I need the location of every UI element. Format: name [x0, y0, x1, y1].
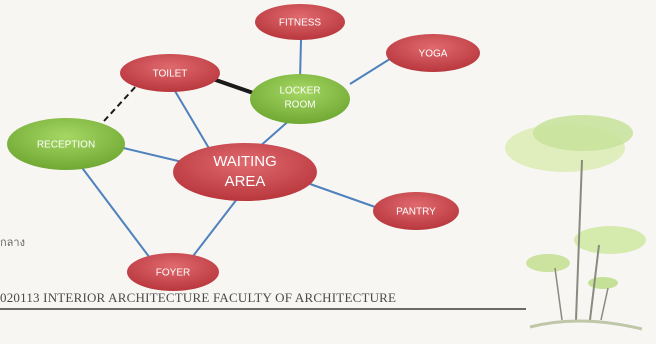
node-reception-label: RECEPTION [37, 140, 95, 151]
node-pantry: PANTRY [373, 192, 459, 230]
node-foyer-label: FOYER [156, 268, 190, 279]
edge-toilet-waiting [171, 85, 211, 151]
edge-locker-fitness [299, 39, 302, 81]
node-waiting-label-line1: WAITING [213, 153, 277, 170]
node-locker-label-line1: LOCKER [279, 86, 320, 97]
node-toilet: TOILET [120, 54, 220, 92]
footer-divider [0, 308, 526, 310]
node-fitness-label: FITNESS [279, 18, 322, 29]
node-fitness: FITNESS [255, 4, 345, 40]
edge-reception-toilet-dashed [103, 83, 139, 122]
node-pantry-label: PANTRY [396, 207, 436, 218]
node-locker-room: LOCKER ROOM [250, 74, 350, 124]
footer-course-text: 020113 INTERIOR ARCHITECTURE FACULTY OF … [0, 290, 397, 305]
node-yoga: YOGA [386, 34, 480, 72]
node-waiting-label-line2: AREA [225, 173, 266, 190]
side-caption-text: กลาง [0, 236, 25, 249]
node-reception: RECEPTION [7, 118, 125, 170]
node-waiting-area: WAITING AREA [173, 143, 317, 201]
edge-waiting-pantry [309, 183, 379, 209]
node-foyer: FOYER [127, 253, 219, 291]
node-yoga-label: YOGA [419, 49, 448, 60]
edge-waiting-foyer [189, 198, 238, 261]
tree-illustration [505, 115, 646, 331]
node-toilet-label: TOILET [153, 69, 188, 80]
edge-reception-foyer [79, 164, 154, 263]
node-locker-label-line2: ROOM [284, 100, 315, 111]
edge-locker-yoga [349, 56, 394, 85]
